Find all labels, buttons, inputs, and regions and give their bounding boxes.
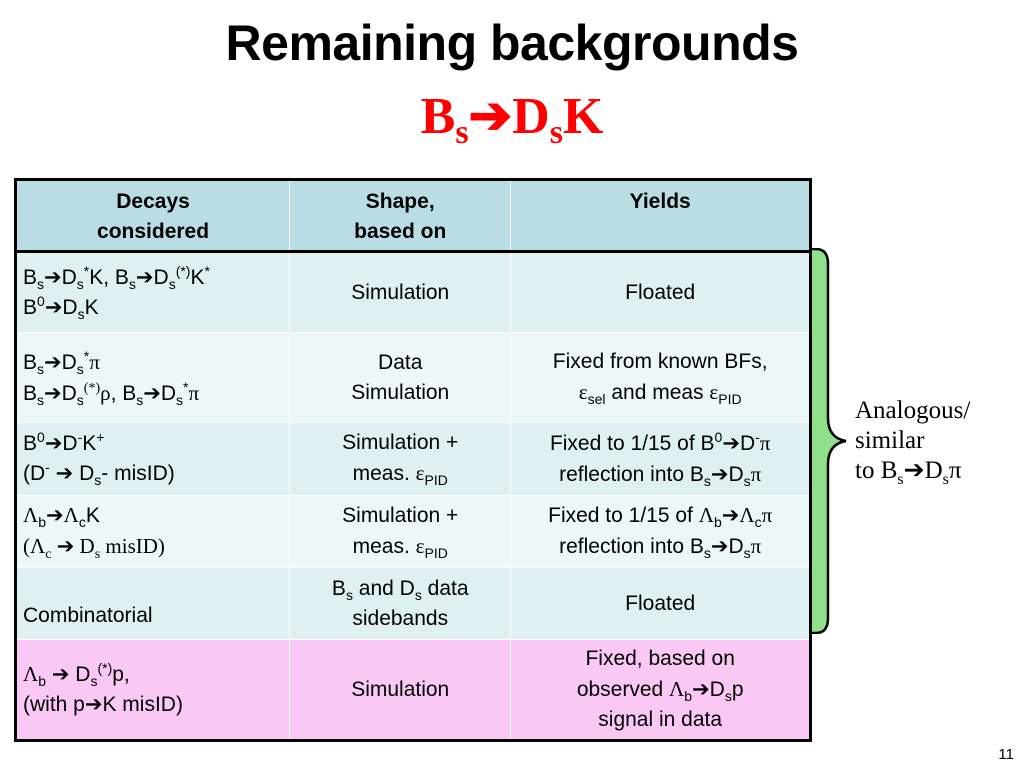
- arrow-icon: ➔: [903, 457, 925, 484]
- curly-bracket: [812, 248, 847, 634]
- decay-cell: Λb ➔ Ds(*)p,(with p➔K misID): [14, 639, 291, 741]
- decay-cell: Λb➔ΛcK(Λc ➔ Ds misID): [14, 494, 291, 569]
- decay-cell: Bs➔Ds*K, Bs➔Ds(*)K*B0➔DsK: [14, 251, 291, 333]
- table-row: Λb➔ΛcK(Λc ➔ Ds misID) Simulation +meas. …: [14, 494, 811, 569]
- shape-cell: Simulation +meas. εPID: [289, 494, 512, 569]
- yields-cell: Floated: [510, 567, 811, 641]
- slide-title: Remaining backgrounds: [225, 15, 799, 71]
- shape-cell: Simulation +meas. εPID: [289, 422, 512, 496]
- arrow-icon: ➔: [468, 88, 513, 145]
- header-yields: Yields: [510, 178, 811, 254]
- analogous-note: Analogous/ similar to Bs➔Dsπ: [855, 397, 971, 488]
- slide-subtitle: Bs➔DsK: [420, 88, 604, 151]
- shape-cell: Simulation: [289, 251, 512, 333]
- decay-cell: Combinatorial: [14, 567, 291, 641]
- table-row: Bs➔Ds*K, Bs➔Ds(*)K*B0➔DsK Simulation Flo…: [14, 251, 811, 333]
- decay-cell: B0➔D-K+(D- ➔ Ds- misID): [14, 422, 291, 496]
- table-row: B0➔D-K+(D- ➔ Ds- misID) Simulation +meas…: [14, 422, 811, 496]
- yields-cell: Floated: [510, 251, 811, 333]
- page-number: 11: [998, 746, 1014, 763]
- table-row: Λb ➔ Ds(*)p,(with p➔K misID) Simulation …: [14, 639, 811, 741]
- shape-cell: Simulation: [289, 639, 512, 741]
- yields-cell: Fixed from known BFs,εsel and meas εPID: [510, 331, 811, 424]
- header-shape: Shape,based on: [289, 178, 512, 254]
